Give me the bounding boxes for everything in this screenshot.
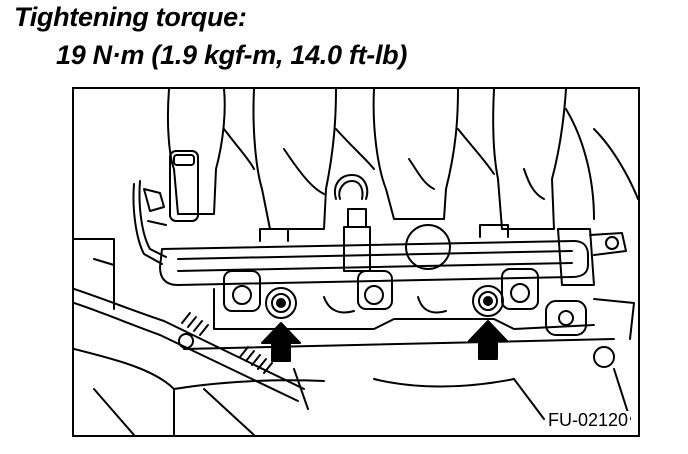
engine-illustration: FU-02120 (72, 87, 640, 437)
hose-harness (74, 238, 305, 435)
pipe-bracket (132, 150, 199, 265)
torque-heading: Tightening torque: (14, 2, 247, 32)
mounting-bolts (265, 285, 504, 319)
figure-code: FU-02120 (545, 410, 630, 430)
torque-arrows (261, 320, 508, 362)
pressure-fitting (334, 174, 451, 272)
intake-manifold (166, 89, 638, 230)
fuel-rail-diagram (74, 89, 638, 435)
arrow-right-bolt (468, 320, 508, 360)
injector-bosses (223, 268, 539, 312)
fuel-rail (159, 224, 627, 286)
cylinder-head (173, 288, 635, 420)
torque-value: 19 N·m (1.9 kgf-m, 14.0 ft-lb) (56, 40, 408, 70)
arrow-left-bolt (261, 322, 301, 362)
